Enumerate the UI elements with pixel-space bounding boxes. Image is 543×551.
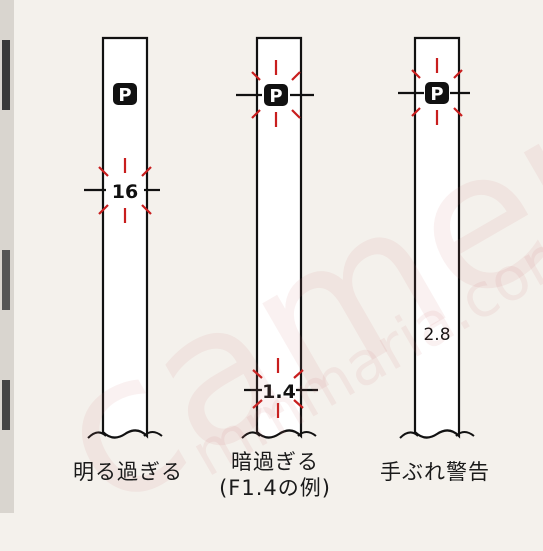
panel-too-dark: P 1.4 [236, 36, 318, 439]
svg-text:P: P [430, 84, 443, 105]
blink-burst-2a [251, 60, 301, 127]
left-edge-strip [0, 0, 14, 513]
svg-text:P: P [269, 86, 282, 107]
value-readout-16: 16 [112, 181, 138, 203]
caption-too-bright: 明る過ぎる [73, 460, 183, 484]
blink-burst-1 [98, 158, 152, 223]
blink-burst-3 [411, 58, 463, 125]
svg-text:P: P [118, 85, 131, 106]
caption-too-dark-line2: (F1.4の例) [219, 476, 331, 500]
panel-shake-warning: P 2.8 [398, 36, 475, 439]
p-indicator-3: P [425, 82, 449, 105]
panel-too-bright: P 16 [84, 36, 163, 439]
p-indicator-2: P [264, 84, 288, 107]
p-indicator-1: P [113, 83, 137, 106]
value-readout-2-8: 2.8 [423, 325, 450, 345]
caption-too-dark: 暗過ぎる (F1.4の例) [205, 449, 345, 501]
caption-too-dark-line1: 暗過ぎる [231, 450, 319, 474]
viewfinder-diagram: P 16 [0, 0, 475, 513]
blink-burst-2b [252, 358, 304, 418]
value-readout-1-4: 1.4 [262, 381, 296, 403]
caption-shake-warning: 手ぶれ警告 [380, 460, 490, 484]
